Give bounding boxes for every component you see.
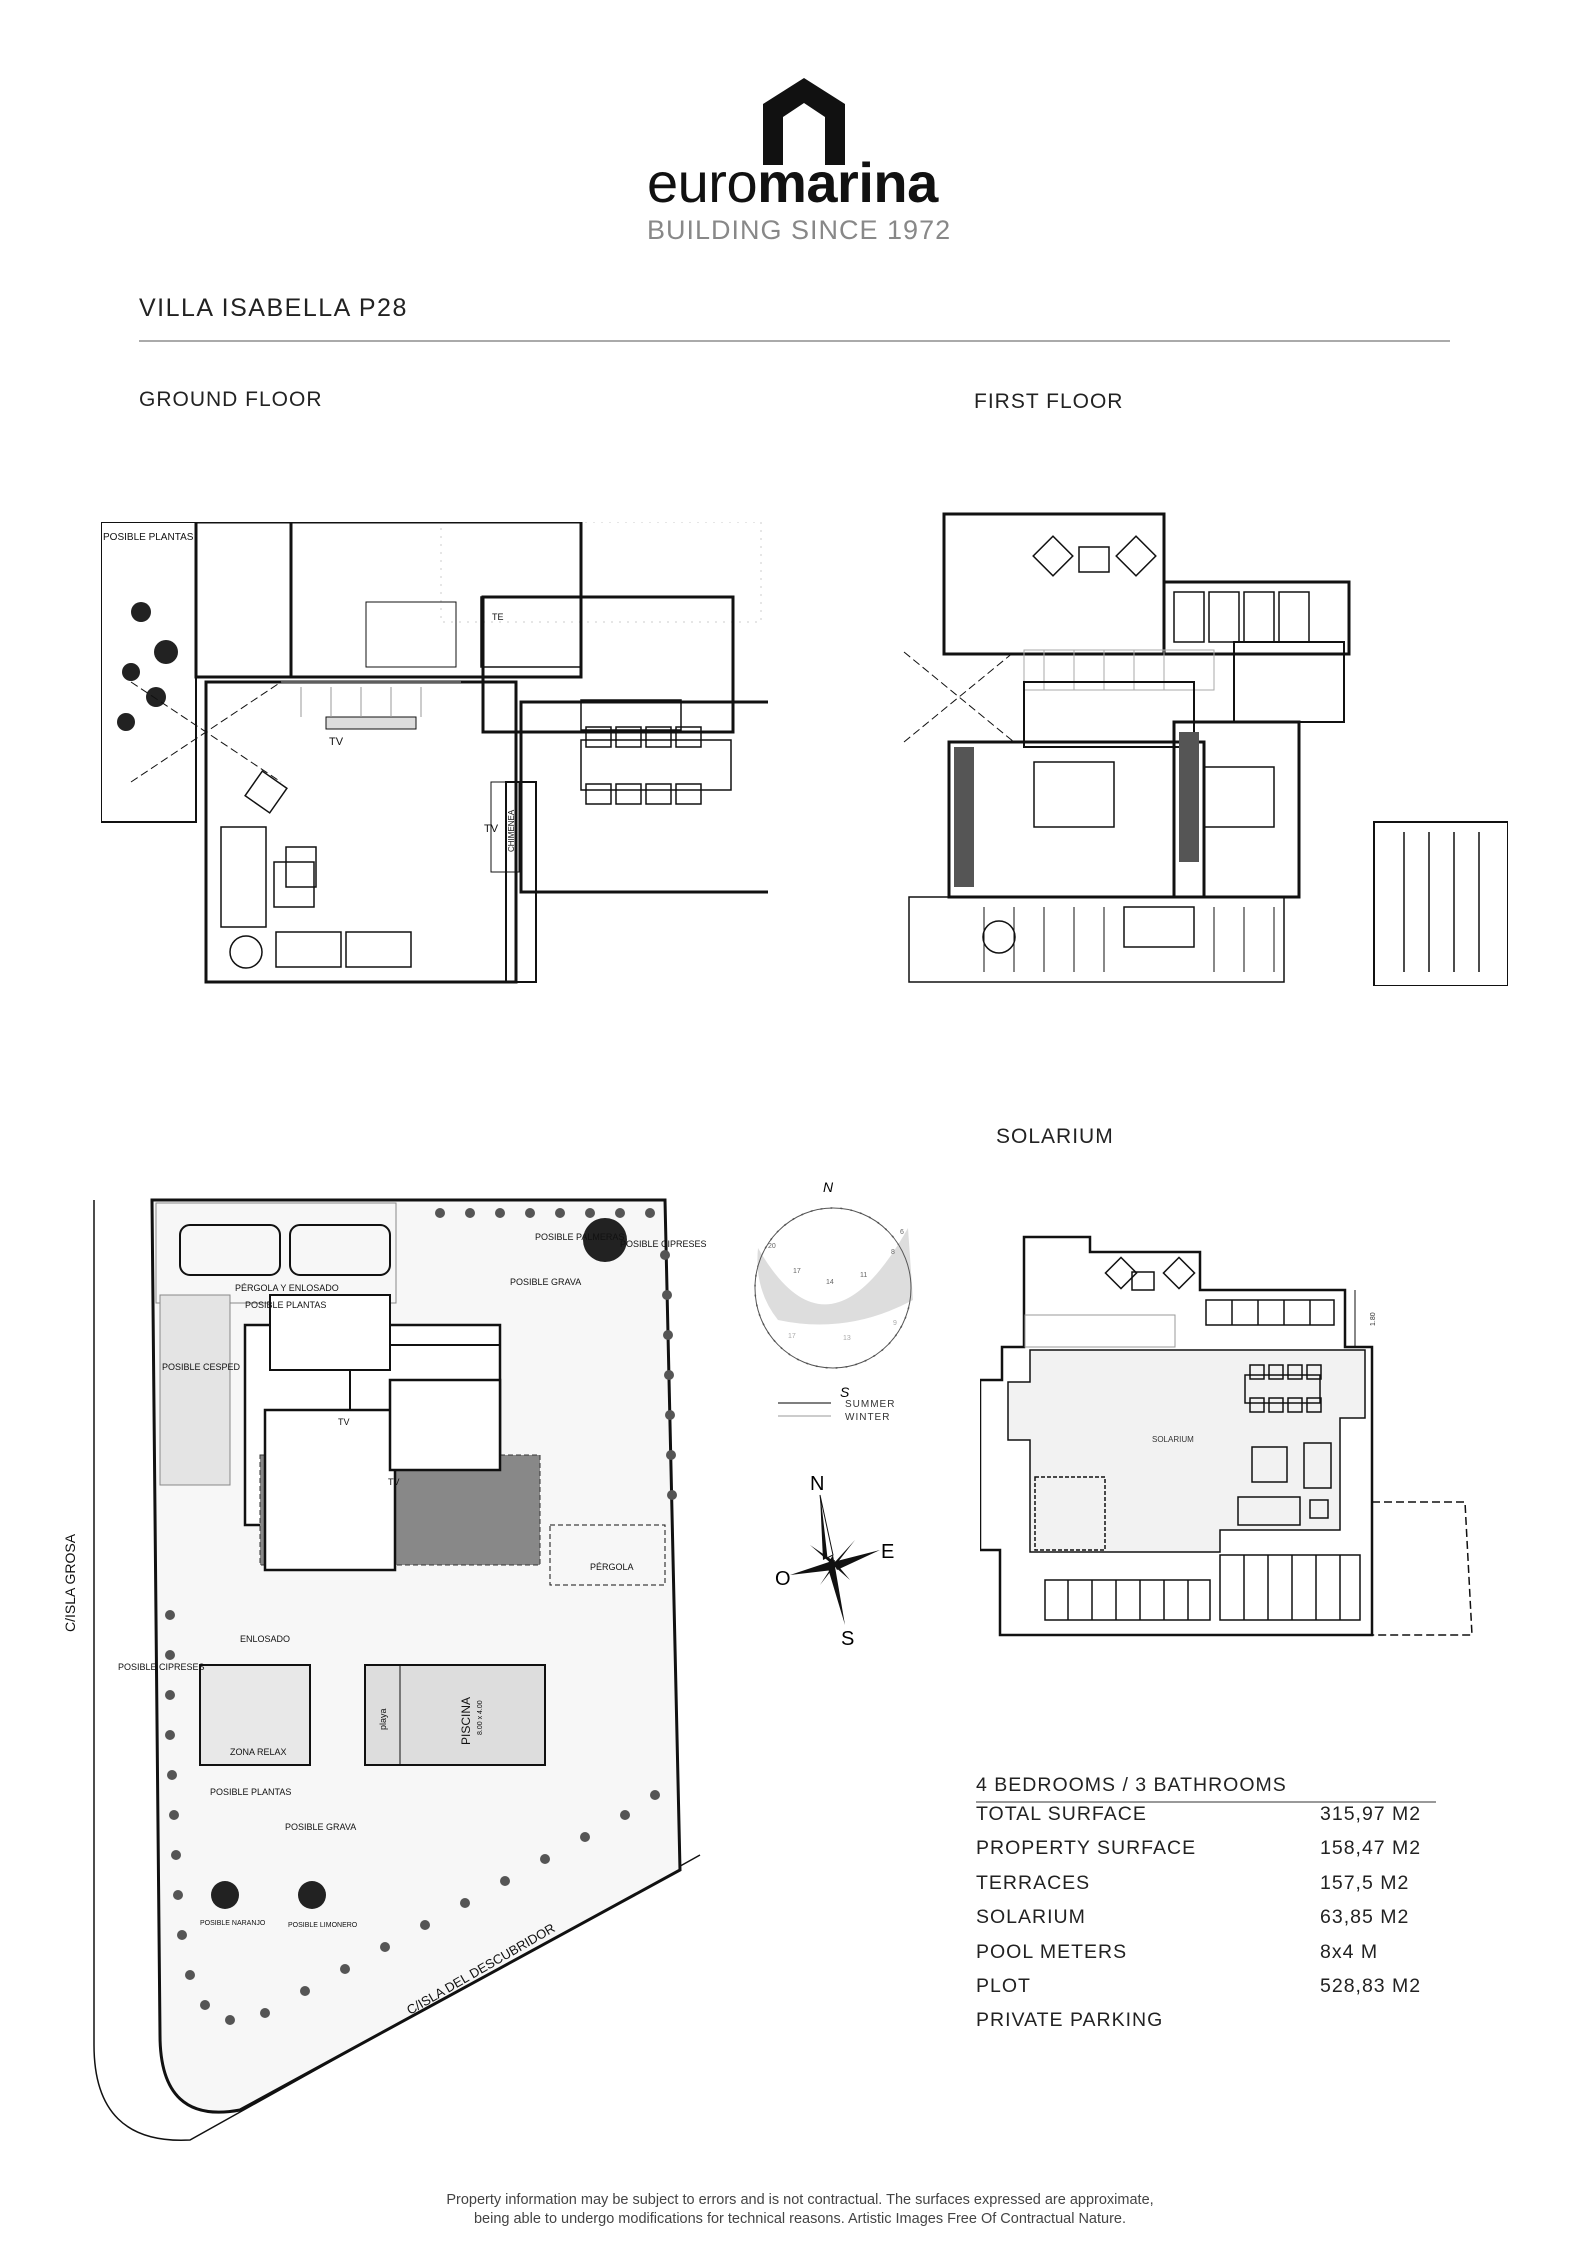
summary-row: PRIVATE PARKING	[976, 2009, 1436, 2032]
ground-floor-heading: GROUND FLOOR	[139, 388, 323, 411]
row-value: 157,5 M2	[1320, 1872, 1410, 1894]
brand-bold: marina	[757, 151, 938, 214]
row-value: 63,85 M2	[1320, 1906, 1410, 1928]
row-value: 158,47 M2	[1320, 1837, 1422, 1859]
compass-o: O	[775, 1568, 791, 1590]
naranjo-label: POSIBLE NARANJO	[200, 1920, 266, 1927]
tv-label-1: TV	[329, 736, 344, 748]
sun-south-label: S	[840, 1384, 850, 1400]
piscina-size-label: 8.00 x 4.00	[477, 1700, 484, 1735]
summer-hour: 14	[826, 1279, 834, 1286]
tv-label-2: TV	[484, 823, 499, 835]
disclaimer: Property information may be subject to e…	[300, 2191, 1300, 2229]
grava-top-label: POSIBLE GRAVA	[510, 1277, 581, 1287]
solarium-plan: SOLARIUM 1.80	[980, 1235, 1473, 1637]
zona-relax-label: ZONA RELAX	[230, 1747, 287, 1757]
sun-path-diagram: N S 20 17 14 11 8 6 17 13 9 SUMMER WINTE…	[754, 1179, 913, 1423]
tv-label-2: TV	[388, 1477, 400, 1487]
row-label: PLOT	[976, 1975, 1031, 1997]
cipreses-left-label: POSIBLE CIPRESES	[118, 1662, 205, 1672]
grava-bottom-label: POSIBLE GRAVA	[285, 1822, 356, 1832]
legend-winter: WINTER	[845, 1412, 890, 1423]
site-plan: C/ISLA DEL DESCUBRIDOR PÉRGOLA Y ENLOSAD…	[93, 1198, 707, 2141]
title-divider	[139, 340, 1450, 342]
row-value: 8x4 M	[1320, 1941, 1379, 1963]
piscina-label: PISCINA	[459, 1697, 473, 1745]
cipreses-right-label: POSIBLE CIPRESES	[620, 1239, 707, 1249]
limonero-label: POSIBLE LIMONERO	[288, 1922, 358, 1929]
palmeras-label: POSIBLE PALMERAS	[535, 1232, 624, 1242]
pergola-parking-label: PÉRGOLA Y ENLOSADO	[235, 1283, 339, 1293]
winter-hour: 9	[893, 1320, 897, 1327]
compass-rose-icon: N S E O	[775, 1473, 894, 1650]
solarium-heading: SOLARIUM	[996, 1125, 1114, 1148]
cesped-label: POSIBLE CESPED	[162, 1362, 241, 1372]
summer-hour: 8	[891, 1249, 895, 1256]
row-label: SOLARIUM	[976, 1906, 1086, 1928]
enlosado-label: ENLOSADO	[240, 1634, 290, 1644]
summer-hour: 11	[860, 1272, 867, 1279]
solarium-label: SOLARIUM	[1152, 1435, 1194, 1444]
first-floor-plan	[903, 512, 1508, 986]
first-floor-heading: FIRST FLOOR	[974, 390, 1124, 413]
plantas-top-label: POSIBLE PLANTAS	[245, 1300, 326, 1310]
row-value: 315,97 M2	[1320, 1803, 1422, 1825]
compass-s: S	[841, 1628, 854, 1650]
summary-row: SOLARIUM 63,85 M2	[976, 1906, 1436, 1929]
brand-wordmark: euromarina	[647, 153, 938, 213]
rooms-summary-heading: 4 BEDROOMS / 3 BATHROOMS	[976, 1774, 1287, 1796]
summary-row: TOTAL SURFACE 315,97 M2	[976, 1803, 1436, 1826]
summer-hour: 17	[793, 1268, 801, 1275]
page-title: VILLA ISABELLA P28	[139, 294, 408, 322]
summary-row: PROPERTY SURFACE 158,47 M2	[976, 1837, 1436, 1860]
summary-row: TERRACES 157,5 M2	[976, 1872, 1436, 1895]
house-logo-icon	[763, 78, 845, 165]
winter-hour: 13	[843, 1335, 851, 1342]
winter-hour: 17	[788, 1333, 796, 1340]
summary-row: POOL METERS 8x4 M	[976, 1941, 1436, 1964]
chimenea-label: CHIMENEA	[507, 809, 516, 852]
height-label: 1.80	[1370, 1312, 1377, 1326]
summer-hour: 6	[900, 1229, 904, 1236]
brand-logo: euromarina BUILDING SINCE 1972	[640, 75, 970, 250]
row-label: PRIVATE PARKING	[976, 2009, 1164, 2031]
brand-light: euro	[647, 151, 758, 214]
ground-floor-plan: TV TV CHIMENEA TE POSIBLE PLANTAS	[101, 522, 768, 984]
disclaimer-line-2: being able to undergo modifications for …	[473, 2211, 1127, 2227]
compass-n: N	[810, 1473, 824, 1495]
summary-row: PLOT 528,83 M2	[976, 1975, 1436, 1998]
disclaimer-line-1: Property information may be subject to e…	[446, 2192, 1154, 2208]
tv-label-1: TV	[338, 1417, 350, 1427]
row-label: TOTAL SURFACE	[976, 1803, 1147, 1825]
pergola-label: PÉRGOLA	[590, 1562, 634, 1572]
row-label: PROPERTY SURFACE	[976, 1837, 1197, 1859]
row-value: 528,83 M2	[1320, 1975, 1422, 1997]
plantas-label: POSIBLE PLANTAS	[103, 532, 194, 543]
plantas-bottom-label: POSIBLE PLANTAS	[210, 1787, 291, 1797]
te-label: TE	[492, 612, 504, 622]
row-label: TERRACES	[976, 1872, 1091, 1894]
compass-e: E	[881, 1541, 894, 1563]
summer-hour: 20	[768, 1243, 776, 1250]
brand-tagline: BUILDING SINCE 1972	[647, 215, 952, 245]
legend-summer: SUMMER	[845, 1399, 895, 1410]
summary-divider	[976, 1801, 1436, 1803]
sun-north-label: N	[823, 1179, 834, 1195]
playa-label: playa	[378, 1708, 388, 1730]
street-west-label: C/ISLA GROSA	[62, 1533, 78, 1632]
row-label: POOL METERS	[976, 1941, 1128, 1963]
